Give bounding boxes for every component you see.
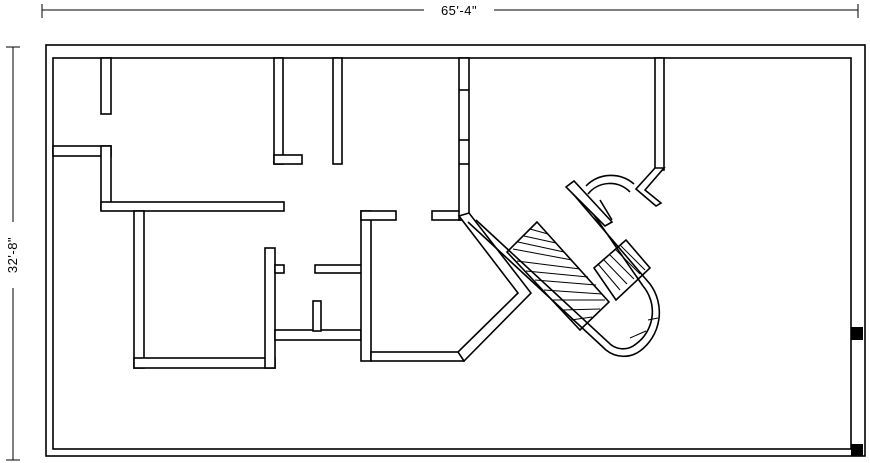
stair-step-7: [534, 279, 597, 286]
wall-left-vertical: [100, 145, 112, 211]
stair-step-6: [525, 270, 589, 278]
wall-left-upper-stub: [100, 57, 112, 115]
wall-middle-upper-left: [273, 57, 284, 165]
stair-step-11: [570, 316, 593, 321]
wall-middle-upper-return: [273, 154, 303, 165]
stair-step-12: [597, 263, 621, 291]
wall-room-left: [133, 210, 145, 369]
wall-center-room-left: [360, 210, 372, 362]
stair-flight-upper: [592, 238, 652, 302]
wall-middle-upper-right: [332, 57, 343, 165]
stair-step-10: [561, 308, 601, 311]
column-marker-right: [851, 327, 863, 340]
column-marker-bottom-right: [851, 444, 863, 456]
stair-inner-edge: [475, 185, 654, 350]
wall-room-bottom: [133, 357, 276, 369]
wall-corridor-horizontal: [100, 201, 285, 212]
stair-landing-arc-outer: [585, 174, 635, 187]
plot-boundary: [45, 44, 866, 457]
interior-walls: [52, 57, 666, 369]
stair-step-13: [602, 258, 628, 285]
height-dimension-label-bg: [4, 222, 22, 288]
stair-bottom-detail-1: [629, 330, 647, 339]
stair-step-14: [608, 253, 635, 280]
wall-toilet-divider: [312, 300, 322, 332]
height-dimension: 32'-8": [4, 46, 22, 461]
wall-room-right-stub: [274, 264, 285, 274]
wall-right-upper-turn: [634, 167, 666, 207]
wall-right-upper: [654, 57, 665, 171]
wall-room-right: [264, 247, 276, 369]
wall-diagonal: [456, 212, 533, 363]
plot-boundary-inner: [52, 57, 852, 450]
wall-toilet-top: [314, 264, 363, 274]
stair-landing-arc-inner: [587, 182, 631, 195]
stair-flight-lower: [505, 220, 611, 332]
stair-step-4: [512, 248, 573, 261]
stair-landing-edge: [599, 199, 613, 221]
stair-step-3: [517, 241, 565, 253]
stair-bottom-detail-2: [647, 317, 659, 321]
width-dimension-label-bg: [424, 3, 494, 17]
staircase: [467, 174, 661, 358]
stair-step-1: [529, 228, 549, 235]
stair-step-15: [614, 248, 641, 275]
height-dimension-label: 32'-8": [5, 237, 20, 273]
width-dimension-label: 65'-4": [441, 3, 477, 18]
stair-step-8: [543, 289, 603, 295]
width-dimension: 65'-4": [41, 3, 859, 18]
wall-center-room-bottom: [370, 351, 465, 362]
wall-main-vertical: [458, 57, 470, 221]
wall-center-room-top-left: [360, 210, 397, 221]
stair-top-landing-edge: [564, 179, 614, 227]
plot-boundary-outer: [45, 44, 866, 457]
stair-outer-edge: [467, 187, 661, 358]
stair-step-16: [619, 244, 646, 271]
stair-step-5: [516, 260, 581, 270]
stair-step-2: [523, 235, 557, 244]
